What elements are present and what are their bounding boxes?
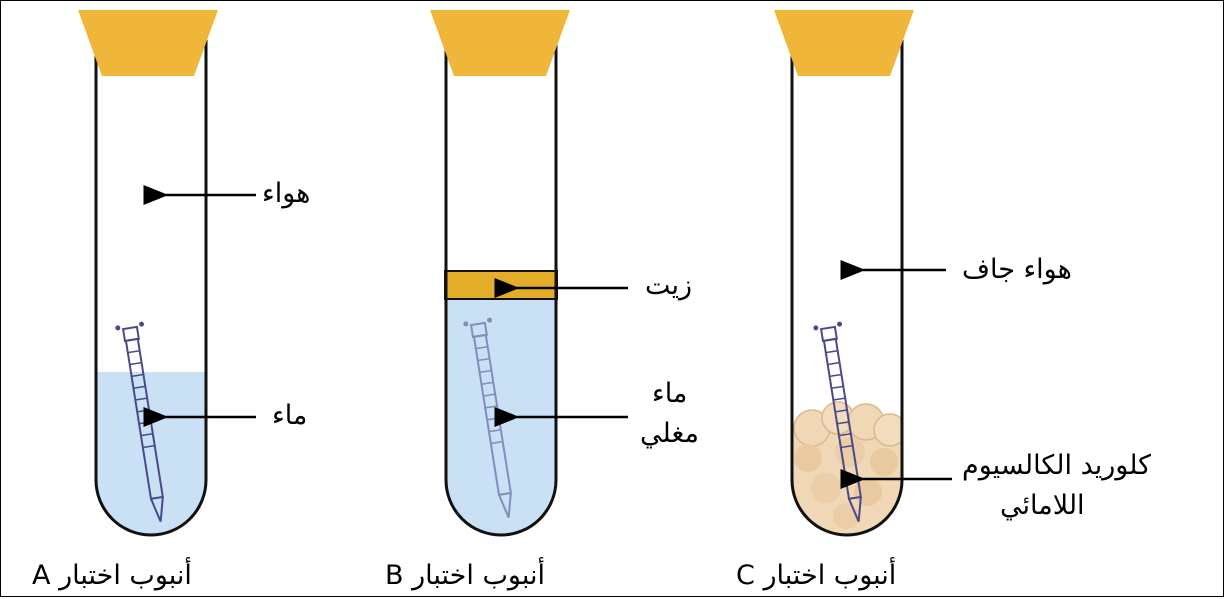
stopper-a — [78, 10, 218, 76]
test-tube-a — [78, 10, 256, 537]
calcium-chloride-pile-c — [792, 401, 902, 535]
label-calcium-chloride-line2-c: اللامائي — [1000, 490, 1085, 521]
stopper-c — [774, 10, 914, 76]
oil-layer-b — [446, 272, 556, 298]
boiled-water-fill-b — [446, 298, 556, 535]
caption-tube-b: أنبوب اختبار B — [385, 560, 545, 591]
label-oil-b: زيت — [645, 270, 693, 301]
water-fill-a — [96, 372, 206, 535]
label-dry-air-c: هواء جاف — [962, 254, 1072, 285]
caption-tube-a: أنبوب اختبار A — [32, 560, 192, 591]
test-tube-b — [430, 10, 628, 537]
test-tube-c — [774, 10, 952, 537]
label-calcium-chloride-line1-c: كلوريد الكالسيوم — [962, 450, 1152, 481]
label-boiled-water-line1-b: ماء — [652, 378, 688, 409]
label-air-a: هواء — [262, 178, 311, 209]
tube-glass-c — [790, 40, 904, 537]
caption-tube-c: أنبوب اختبار C — [736, 560, 897, 591]
label-boiled-water-line2-b: مغلي — [640, 418, 699, 449]
stopper-b — [430, 10, 570, 76]
tube-glass-b — [444, 40, 558, 537]
tube-glass-a — [94, 40, 208, 537]
label-water-a: ماء — [272, 400, 308, 431]
